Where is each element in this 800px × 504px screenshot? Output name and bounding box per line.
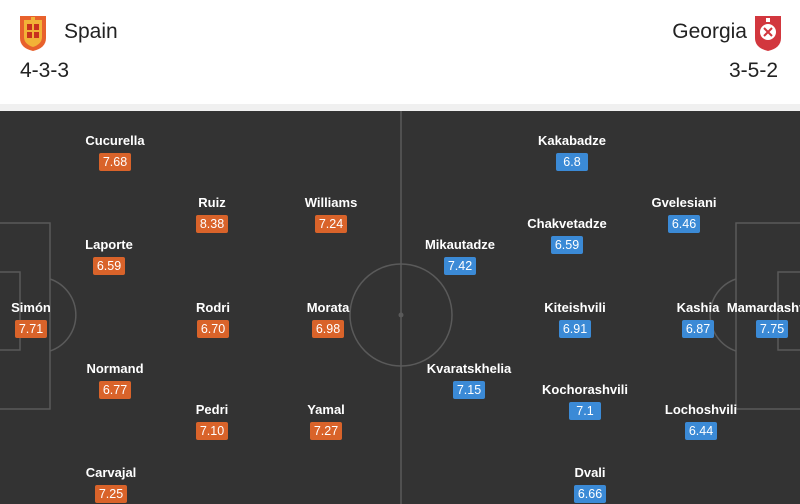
player-rating: 6.77 bbox=[99, 381, 131, 399]
player-yamal[interactable]: Yamal 7.27 bbox=[266, 402, 386, 440]
player-rating: 7.42 bbox=[444, 257, 476, 275]
player-name: Simón bbox=[11, 300, 51, 315]
player-rating: 7.10 bbox=[196, 422, 228, 440]
player-rating: 6.46 bbox=[668, 215, 700, 233]
player-rating: 6.44 bbox=[685, 422, 717, 440]
player-rating: 6.59 bbox=[551, 236, 583, 254]
player-rating: 6.66 bbox=[574, 485, 606, 503]
player-ruiz[interactable]: Ruiz 8.38 bbox=[152, 195, 272, 233]
player-simon[interactable]: Simón 7.71 bbox=[0, 300, 91, 338]
player-name: Morata bbox=[306, 300, 350, 315]
player-rating: 6.87 bbox=[682, 320, 714, 338]
player-rating: 7.27 bbox=[310, 422, 342, 440]
player-name: Kvaratskhelia bbox=[426, 361, 512, 376]
player-laporte[interactable]: Laporte 6.59 bbox=[49, 237, 169, 275]
player-kochorashvili[interactable]: Kochorashvili 7.1 bbox=[525, 382, 645, 420]
player-rating: 7.24 bbox=[315, 215, 347, 233]
player-rating: 7.68 bbox=[99, 153, 131, 171]
player-mikautadze[interactable]: Mikautadze 7.42 bbox=[400, 237, 520, 275]
player-gvelesiani[interactable]: Gvelesiani 6.46 bbox=[624, 195, 744, 233]
player-name: Chakvetadze bbox=[527, 216, 607, 231]
player-rating: 8.38 bbox=[196, 215, 228, 233]
player-name: Yamal bbox=[307, 402, 345, 417]
player-name: Pedri bbox=[195, 402, 229, 417]
player-name: Williams bbox=[304, 195, 358, 210]
player-name: Lochoshvili bbox=[664, 402, 738, 417]
player-name: Kakabadze bbox=[538, 133, 606, 148]
player-kakabadze[interactable]: Kakabadze 6.8 bbox=[512, 133, 632, 171]
home-formation: 4-3-3 bbox=[20, 59, 70, 82]
player-lochoshvili[interactable]: Lochoshvili 6.44 bbox=[641, 402, 761, 440]
player-name: Mikautadze bbox=[424, 237, 496, 252]
player-rating: 6.98 bbox=[312, 320, 344, 338]
spain-crest-icon[interactable] bbox=[18, 14, 48, 52]
player-rating: 6.91 bbox=[559, 320, 591, 338]
pitch: Cucurella 7.68 Ruiz 8.38 Williams 7.24 L… bbox=[0, 111, 800, 504]
player-rating: 7.15 bbox=[453, 381, 485, 399]
player-name: Kashia bbox=[676, 300, 720, 315]
player-name: Mamardashvili bbox=[726, 300, 800, 315]
player-pedri[interactable]: Pedri 7.10 bbox=[152, 402, 272, 440]
player-kvaratskhelia[interactable]: Kvaratskhelia 7.15 bbox=[409, 361, 529, 399]
pitch-markings bbox=[0, 111, 800, 504]
player-cucurella[interactable]: Cucurella 7.68 bbox=[55, 133, 175, 171]
player-chakvetadze[interactable]: Chakvetadze 6.59 bbox=[507, 216, 627, 254]
player-name: Gvelesiani bbox=[651, 195, 717, 210]
lineup-header: Spain 4-3-3 Georgia 3-5-2 bbox=[0, 0, 800, 104]
player-kashia[interactable]: Kashia 6.87 bbox=[638, 300, 758, 338]
player-name: Kiteishvili bbox=[544, 300, 606, 315]
player-williams[interactable]: Williams 7.24 bbox=[271, 195, 391, 233]
player-name: Rodri bbox=[196, 300, 230, 315]
header-divider bbox=[0, 104, 800, 111]
home-team-name[interactable]: Spain bbox=[64, 20, 118, 43]
player-name: Cucurella bbox=[85, 133, 145, 148]
away-formation: 3-5-2 bbox=[728, 59, 778, 82]
away-team-name[interactable]: Georgia bbox=[672, 20, 747, 43]
player-rating: 6.59 bbox=[93, 257, 125, 275]
georgia-crest-icon[interactable] bbox=[753, 14, 783, 52]
player-rating: 7.1 bbox=[569, 402, 601, 420]
player-kiteishvili[interactable]: Kiteishvili 6.91 bbox=[515, 300, 635, 338]
player-morata[interactable]: Morata 6.98 bbox=[268, 300, 388, 338]
player-mamardashvili[interactable]: Mamardashvili 7.75 bbox=[712, 300, 800, 338]
player-name: Dvali bbox=[574, 465, 606, 480]
player-name: Kochorashvili bbox=[542, 382, 628, 397]
player-rating: 7.25 bbox=[95, 485, 127, 503]
player-rating: 6.8 bbox=[556, 153, 588, 171]
player-normand[interactable]: Normand 6.77 bbox=[55, 361, 175, 399]
player-rodri[interactable]: Rodri 6.70 bbox=[153, 300, 273, 338]
player-name: Ruiz bbox=[198, 195, 226, 210]
player-name: Normand bbox=[86, 361, 144, 376]
player-rating: 6.70 bbox=[197, 320, 229, 338]
player-name: Laporte bbox=[85, 237, 133, 252]
player-rating: 7.75 bbox=[756, 320, 788, 338]
player-name: Carvajal bbox=[85, 465, 137, 480]
player-dvali[interactable]: Dvali 6.66 bbox=[530, 465, 650, 503]
player-carvajal[interactable]: Carvajal 7.25 bbox=[51, 465, 171, 503]
player-rating: 7.71 bbox=[15, 320, 47, 338]
